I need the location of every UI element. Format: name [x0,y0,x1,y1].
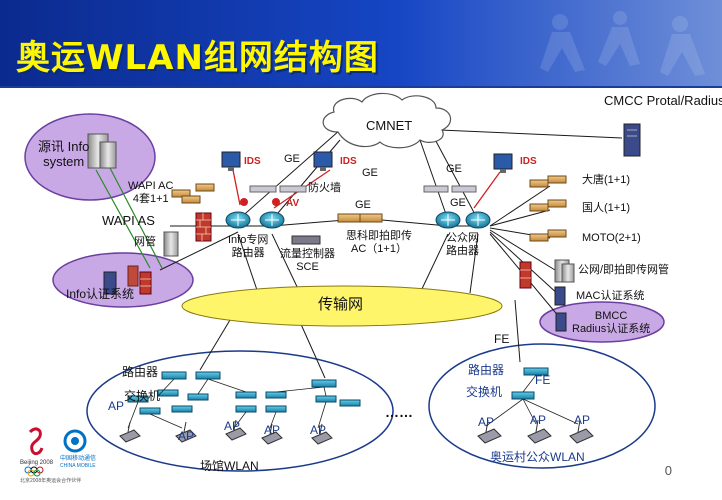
public-mgmt-server [554,259,575,283]
router-right-label: 路由器 [468,363,505,377]
ellipsis-label: …… [385,404,413,420]
mac-auth-server [554,286,566,306]
firewall-info-auth [139,271,152,295]
firewall-top-label: 防火墙 [308,182,341,194]
ap-label-5: AP [310,423,326,437]
info-auth-label: Info认证系统 [66,287,135,301]
info-system-label: 源讯 Info system [38,139,90,169]
bmcc-radius-label: BMCC Radius认证系统 [572,310,651,335]
wapi-as-label: WAPI AS [102,213,155,228]
china-mobile-cn: 中国移动通信 [60,454,96,462]
village-wlan-zone [428,343,656,469]
ge-labels: GE GE GE GE GE [284,153,466,211]
bmcc-radius-server [555,312,567,332]
access-links [127,374,579,429]
page-title: 奥运WLAN组网结构图 [16,38,379,78]
transport-network [181,285,503,327]
flow-control-label: 流量控制器 SCE [280,248,335,273]
ap-label-8: AP [574,413,590,427]
access-points [119,419,594,445]
bmcc-radius-zone [539,301,665,343]
ids-label-center: IDS [340,156,357,167]
ids-monitor-right [493,153,513,173]
beijing-2008-text: Beijing 2008 [20,460,54,466]
transport-label: 传输网 [318,296,364,313]
switch-right-label: 交换机 [466,385,503,399]
av-label: AV [286,198,299,209]
firewall-appliances [249,185,477,193]
sce-device [291,235,321,245]
moto-label: MOTO(2+1) [582,232,641,244]
china-mobile-logo [63,429,87,453]
ids-label-right: IDS [520,156,537,167]
ap-label-6: AP [478,415,494,429]
wapi-as-server [163,231,179,257]
ap-label-1: AP [108,399,124,413]
datang-label: 大唐(1+1) [582,174,630,186]
china-mobile-en: CHINA MOBILE [60,463,96,469]
ap-label-2: AP [178,429,194,443]
cmnet-label: CMNET [366,118,413,133]
firewall-left [195,212,212,242]
public-router-label: 公众网 路由器 [446,232,479,257]
ids-monitor-left [221,151,241,171]
core-router [225,211,491,229]
info-auth-zone [52,252,194,308]
router-left-label: 路由器 [122,365,159,379]
ap-labels: AP AP AP AP AP AP AP AP [108,399,590,443]
header-band: 奥运WLAN组网结构图 [0,0,722,88]
ge-label-3: GE [446,163,462,175]
ac-devices [171,175,567,242]
beijing-2008-logo [24,427,44,477]
av-markers [240,198,280,206]
ge-label-1: GE [284,153,300,165]
fe-right-label: FE [535,373,551,387]
cmcc-portal-label: CMCC Protal/Radius [604,93,722,108]
edge-labels: IDS IDS IDS AV [244,156,537,209]
venue-wlan-label: 场馆WLAN [200,459,259,473]
ge-label-2: GE [362,167,378,179]
cmnet-cloud [322,92,452,149]
page-number: 0 [664,463,672,478]
ids-label-left: IDS [244,156,261,167]
firewall-public [519,261,532,289]
ge-label-4: GE [355,199,371,211]
venue-switches [127,389,535,415]
info-auth-servers [103,265,139,295]
info-system-server [87,133,117,169]
header-background [0,0,722,88]
ap-label-7: AP [530,413,546,427]
green-links [95,167,163,269]
news-ac-label: 思科即拍即传 AC（1+1） [346,230,412,255]
guoren-label: 国人(1+1) [582,202,630,214]
mac-auth-label: MAC认证系统 [576,290,645,302]
village-wlan-label: 奥运村公众WLAN [490,450,585,464]
cmcc-portal-server [623,123,641,157]
ids-monitor-center [313,151,333,171]
fe-top-label: FE [494,332,510,346]
ap-label-3: AP [224,419,240,433]
ap-label-4: AP [264,423,280,437]
info-router-label: Info专网 路由器 [228,234,269,259]
public-mgmt-label: 公网/即拍即传网管 [578,264,670,276]
wapi-ac-label: WAPI AC 4套1+1 [128,180,174,205]
switch-left-label: 交换机 [124,389,161,403]
firewall-left-label: 网管 [134,236,156,248]
logo-caption: 北京2008年奥运会合作伙伴 [20,477,81,484]
ge-label-5: GE [450,197,466,209]
venue-wlan-zone [86,350,394,472]
